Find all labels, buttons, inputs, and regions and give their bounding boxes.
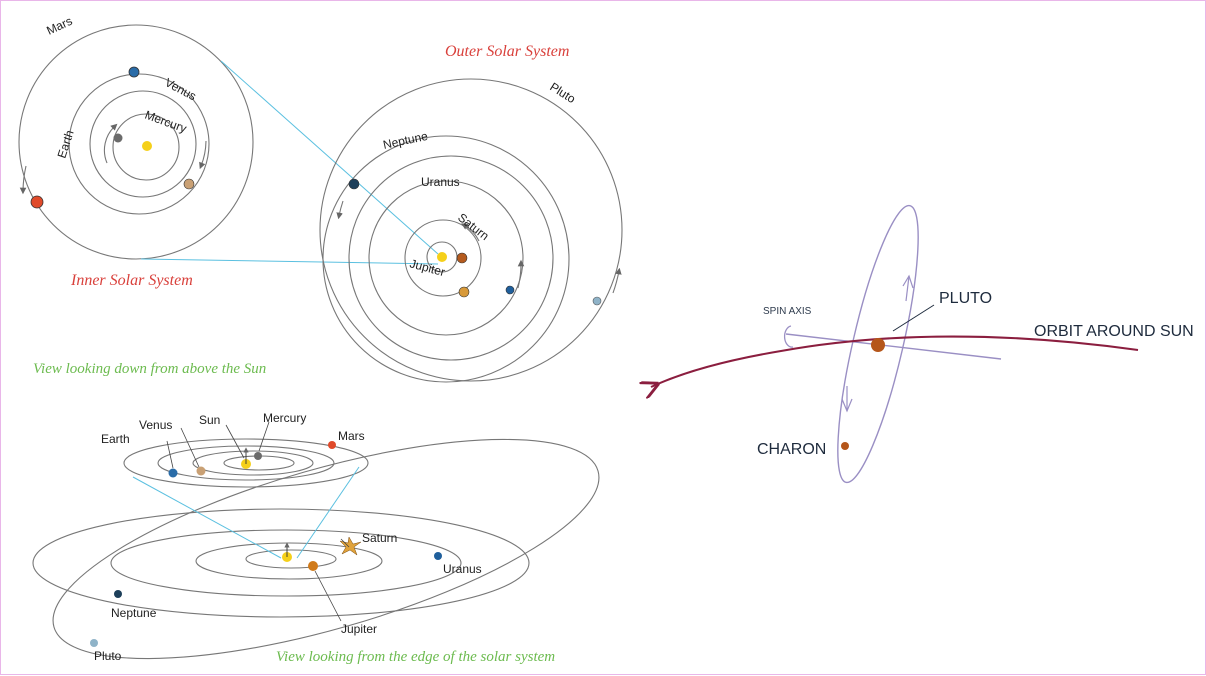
outer-sun <box>437 252 447 262</box>
outer-pluto <box>592 296 602 306</box>
label-mercury: Mercury <box>143 108 189 136</box>
edge-pluto-orbit <box>52 438 600 660</box>
outer-uranus <box>505 285 515 295</box>
jupiter-orbit <box>404 219 482 297</box>
edge-earth-orbit <box>157 445 335 481</box>
saturn-orbit <box>368 180 524 336</box>
inner-earth <box>128 66 140 78</box>
neptune-orbit-arrow-icon <box>336 200 344 220</box>
edge-label-neptune: Neptune <box>111 606 157 620</box>
edge-neptune-orbit <box>32 508 530 618</box>
inner-sun <box>142 141 152 151</box>
uranus-orbit-arrow-icon <box>517 259 525 289</box>
edge-connector-right <box>296 466 360 559</box>
edge-label-mars: Mars <box>338 429 365 443</box>
edge-label-pluto: Pluto <box>94 649 122 663</box>
charon-orbit-arrow-up-icon <box>905 275 910 302</box>
outer-solar-system: Outer Solar System Pluto Neptune Uranus … <box>319 43 623 383</box>
mars-orbit-arrow-icon <box>19 165 27 195</box>
label-earth: Earth <box>55 128 77 160</box>
pluto-orbit <box>319 78 623 382</box>
edge-venus-orbit <box>192 450 314 476</box>
edge-saturn <box>339 536 362 556</box>
outer-saturn <box>456 252 468 264</box>
edge-label-saturn: Saturn <box>362 531 397 545</box>
mercury-orbit-arrow-icon <box>103 123 118 164</box>
outer-title: Outer Solar System <box>445 43 569 60</box>
edge-connector-left <box>132 476 282 559</box>
label-orbit-around-sun: ORBIT AROUND SUN <box>1034 323 1194 340</box>
edge-jupiter-orbit <box>245 549 337 569</box>
leader-mercury <box>258 421 270 452</box>
edge-view: Earth Venus Sun Mercury Mars Saturn Uran… <box>32 411 600 665</box>
inner-title: Inner Solar System <box>70 272 193 289</box>
edge-label-jupiter: Jupiter <box>341 622 377 636</box>
leader-jupiter <box>314 570 342 622</box>
charon-orbit-arrowhead-up-icon <box>902 274 914 289</box>
charon-orbit <box>837 204 919 484</box>
pluto-body <box>871 338 885 352</box>
neptune-orbit <box>322 135 570 383</box>
uranus-orbit <box>348 155 554 361</box>
edge-jupiter <box>308 561 318 571</box>
inner-mars <box>30 195 44 209</box>
leader-venus <box>180 427 200 468</box>
leader-saturn <box>340 538 350 548</box>
label-uranus: Uranus <box>421 175 460 189</box>
edge-label-earth: Earth <box>101 432 130 446</box>
pluto-orbit-arrow-icon <box>612 267 622 294</box>
edge-earth <box>168 468 178 478</box>
venus-orbit <box>89 90 197 198</box>
spin-axis-line <box>785 333 1002 360</box>
earth-orbit-arrow-icon <box>199 140 207 170</box>
pluto-charon-system: SPIN AXIS PLUTO ORBIT AROUND SUN CHARON <box>651 204 1194 484</box>
label-neptune: Neptune <box>382 129 430 152</box>
mars-orbit <box>18 24 254 260</box>
edge-mars <box>328 441 336 449</box>
edge-mercury <box>254 452 262 460</box>
label-saturn: Saturn <box>455 210 491 243</box>
leader-earth <box>166 440 174 469</box>
edge-pluto <box>90 639 98 647</box>
connector-upper <box>220 60 439 255</box>
orbit-around-sun-path <box>651 335 1139 387</box>
edge-neptune <box>114 590 122 598</box>
label-pluto-big: PLUTO <box>939 290 992 307</box>
label-venus: Venus <box>163 75 199 103</box>
spin-axis-rotation-icon <box>783 325 794 348</box>
edge-uranus-orbit <box>110 529 462 597</box>
edge-label-mercury: Mercury <box>263 411 306 425</box>
label-charon: CHARON <box>757 441 826 458</box>
connector-lower <box>140 258 439 265</box>
edge-caption: View looking from the edge of the solar … <box>276 649 555 665</box>
saturn-orbit-arrow-icon <box>461 223 480 242</box>
label-spin-axis: SPIN AXIS <box>763 306 812 317</box>
pluto-pointer-line <box>892 304 935 332</box>
outer-neptune <box>348 178 360 190</box>
mercury-orbit <box>112 113 180 181</box>
leader-sun <box>225 424 245 459</box>
inner-venus <box>183 178 195 190</box>
edge-mars-orbit <box>123 438 369 488</box>
charon-body <box>841 442 849 450</box>
inner-mercury <box>113 133 123 143</box>
outer-jupiter <box>458 286 470 298</box>
inner-solar-system: Mars Venus Mercury Earth Inner Solar Sys… <box>18 14 254 289</box>
top-caption: View looking down from above the Sun <box>33 361 266 377</box>
edge-label-uranus: Uranus <box>443 562 482 576</box>
charon-orbit-arrowhead-down-icon <box>841 398 853 413</box>
edge-uranus <box>434 552 442 560</box>
edge-venus <box>196 466 206 476</box>
label-mars: Mars <box>44 14 74 38</box>
edge-label-venus: Venus <box>139 418 172 432</box>
edge-label-sun: Sun <box>199 413 220 427</box>
